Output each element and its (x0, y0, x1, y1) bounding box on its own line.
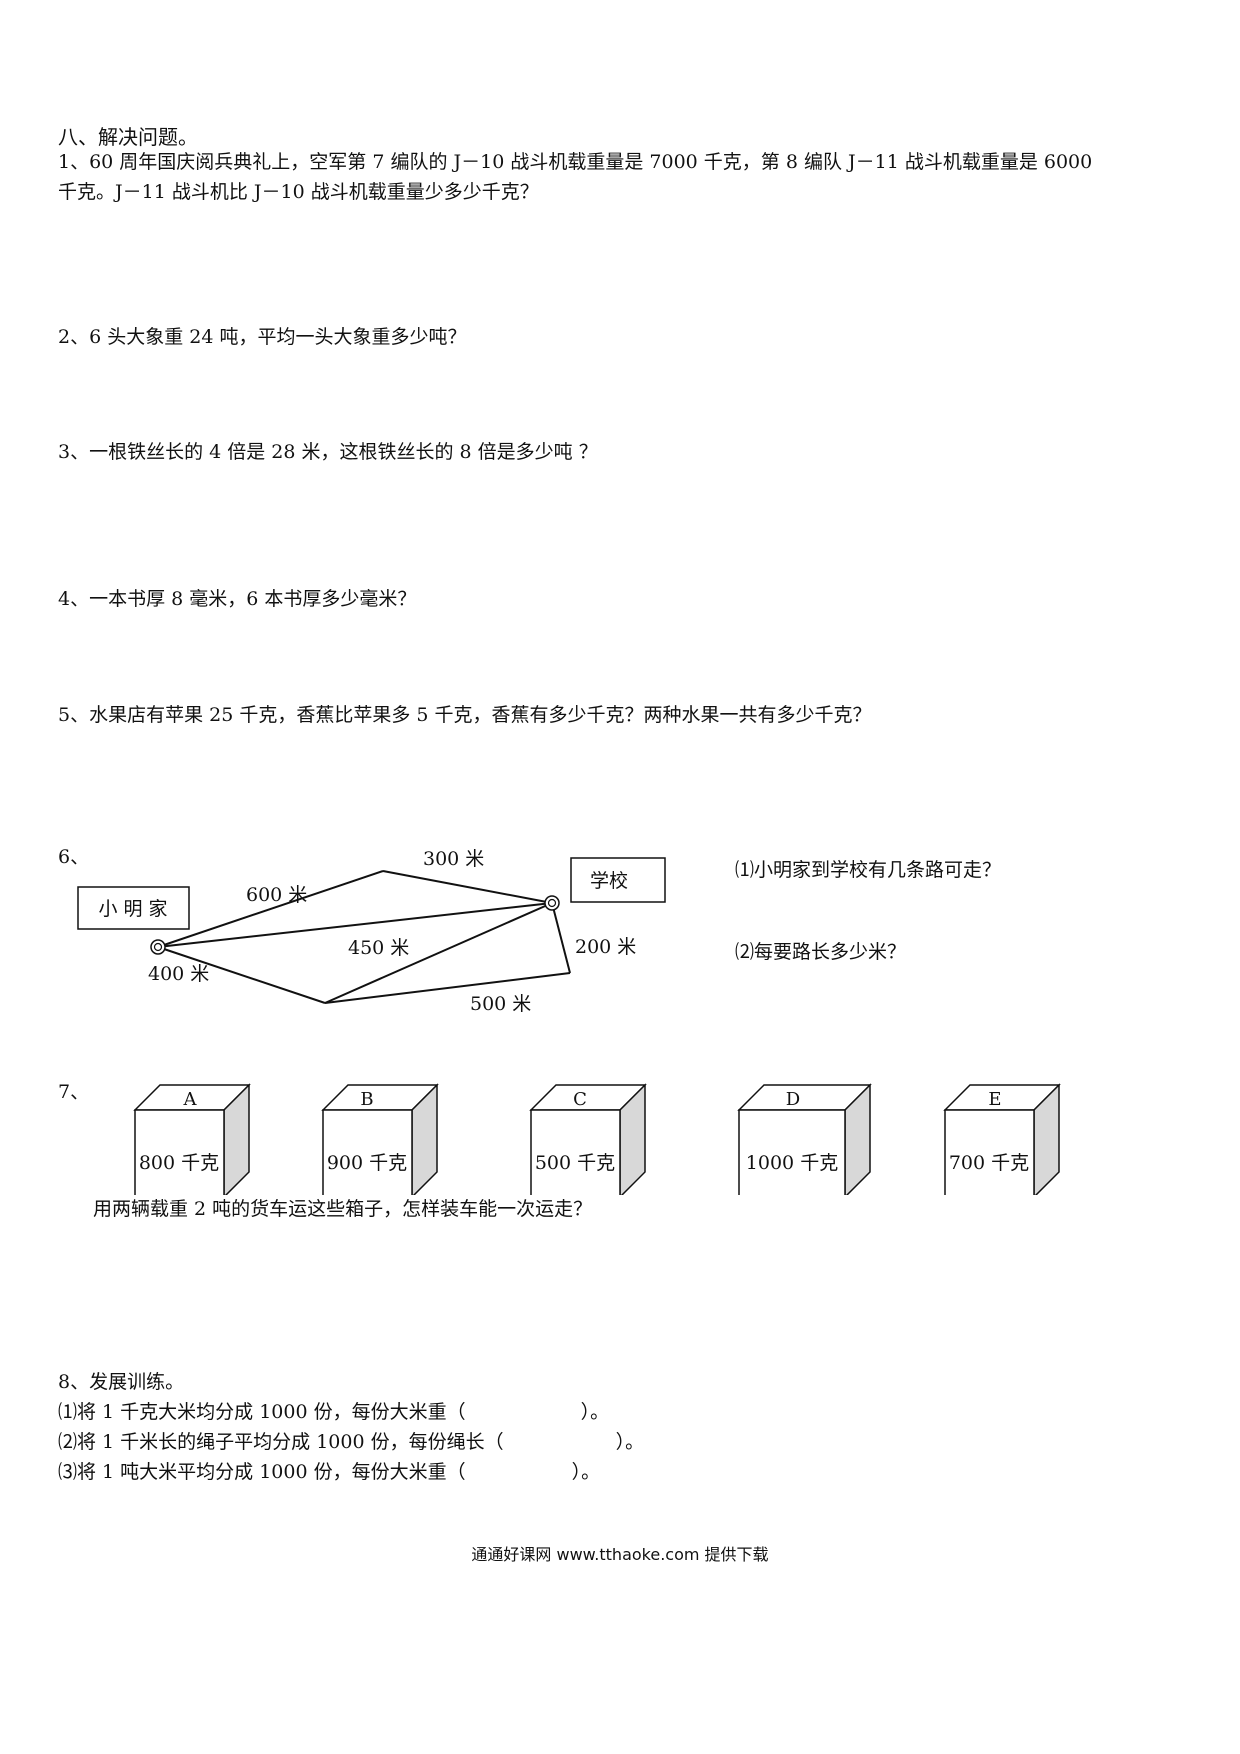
school-label: 学校 (590, 870, 628, 892)
box-letter: C (573, 1089, 587, 1110)
edge-label-600: 600 米 (246, 884, 307, 906)
school-box (570, 857, 666, 903)
box-a: A 800 千克 (133, 1083, 251, 1195)
home-box (77, 886, 190, 930)
question-7-number: 7、 (58, 1081, 90, 1103)
edge-label-200: 200 米 (575, 936, 636, 958)
edge-label-500: 500 米 (470, 993, 531, 1015)
box-b: B 900 千克 (321, 1083, 439, 1195)
edge-home-top (157, 870, 384, 948)
question-6-number: 6、 (58, 846, 90, 868)
box-letter: A (183, 1089, 198, 1110)
question-5: 5、水果店有苹果 25 千克，香蕉比苹果多 5 千克，香蕉有多少千克？两种水果一… (58, 704, 872, 726)
home-label: 小 明 家 (98, 898, 167, 920)
home-node (150, 939, 166, 955)
question-6-sub-2: ⑵每要路长多少米？ (735, 941, 907, 963)
edge-label-450: 450 米 (348, 937, 409, 959)
question-2: 2、6 头大象重 24 吨，平均一头大象重多少吨？ (58, 326, 467, 348)
question-4: 4、一本书厚 8 毫米，6 本书厚多少毫米？ (58, 588, 417, 610)
box-weight: 800 千克 (139, 1152, 219, 1174)
edge-bottom-school (324, 902, 553, 1004)
question-8-title: 8、发展训练。 (58, 1371, 185, 1393)
box-letter: E (988, 1089, 1001, 1110)
edge-right-bottom (324, 972, 571, 1004)
section-title: 八、解决问题。 (58, 125, 198, 149)
box-e: E 700 千克 (943, 1083, 1061, 1195)
box-d: D 1000 千克 (737, 1083, 872, 1195)
question-8-sub-1: ⑴将 1 千克大米均分成 1000 份，每份大米重（）。 (58, 1401, 610, 1423)
question-1-line-2: 千克。J－11 战斗机比 J－10 战斗机载重量少多少千克？ (58, 181, 539, 203)
box-weight: 900 千克 (327, 1152, 407, 1174)
page-footer: 通通好课网 www.tthaoke.com 提供下载 (471, 1545, 769, 1564)
route-map-diagram: 小 明 家 学校 600 米 300 米 450 米 200 米 400 米 5… (77, 848, 666, 1015)
box-c: C 500 千克 (529, 1083, 647, 1195)
box-weight: 500 千克 (535, 1152, 615, 1174)
edge-label-300: 300 米 (423, 848, 484, 870)
box-letter: B (360, 1089, 373, 1110)
box-weight: 1000 千克 (746, 1152, 838, 1174)
question-3: 3、一根铁丝长的 4 倍是 28 米，这根铁丝长的 8 倍是多少吨 ？ (58, 441, 598, 463)
edge-home-school (157, 902, 553, 948)
question-6-sub-1: ⑴小明家到学校有几条路可走？ (735, 859, 1002, 881)
edge-home-bottom (157, 946, 326, 1004)
question-7-text: 用两辆载重 2 吨的货车运这些箱子，怎样装车能一次运走？ (93, 1198, 593, 1220)
question-1-line-1: 1、60 周年国庆阅兵典礼上，空军第 7 编队的 J－10 战斗机载重量是 70… (58, 151, 1093, 173)
question-8-sub-3: ⑶将 1 吨大米平均分成 1000 份，每份大米重（）。 (58, 1461, 601, 1483)
edge-school-right (551, 902, 571, 974)
edge-label-400: 400 米 (148, 963, 209, 985)
question-8-sub-2: ⑵将 1 千米长的绳子平均分成 1000 份，每份绳长（）。 (58, 1431, 645, 1453)
box-letter: D (786, 1089, 800, 1110)
edge-top-school (382, 870, 553, 904)
school-node (544, 895, 560, 911)
box-weight: 700 千克 (949, 1152, 1029, 1174)
boxes-diagram: A 800 千克 B 900 千克 C 500 千克 D 1000 千克 E 7… (133, 1083, 1061, 1195)
